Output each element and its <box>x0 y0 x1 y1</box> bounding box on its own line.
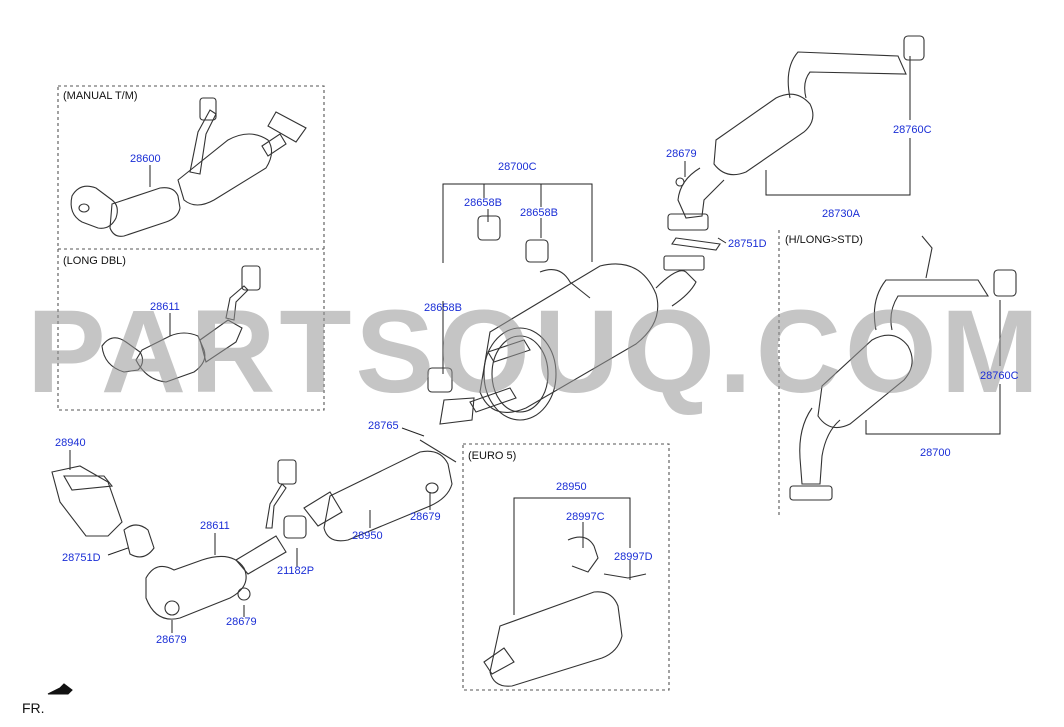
front-direction-arrow <box>47 683 73 695</box>
catalytic-converter-manual <box>70 97 307 237</box>
part-label-28730A[interactable]: 28730A <box>822 208 860 220</box>
front-direction-label: FR. <box>22 700 45 716</box>
part-label-28760C-top[interactable]: 28760C <box>893 124 932 136</box>
part-label-28679-c[interactable]: 28679 <box>410 511 441 523</box>
part-label-28950-a[interactable]: 28950 <box>352 530 383 542</box>
part-label-21182P[interactable]: 21182P <box>277 565 315 577</box>
lower-front-pipe-assembly <box>51 459 307 620</box>
caption-manual-tm: (MANUAL T/M) <box>63 90 138 102</box>
part-label-28760C-bottom[interactable]: 28760C <box>980 370 1019 382</box>
part-label-28679-a[interactable]: 28679 <box>226 616 257 628</box>
part-label-28611-top[interactable]: 28611 <box>150 301 180 313</box>
caption-hlong-std: (H/LONG>STD) <box>785 234 863 246</box>
part-label-28997D[interactable]: 28997D <box>614 551 653 563</box>
part-label-28751D-mid[interactable]: 28751D <box>728 238 767 250</box>
dpf-euro5 <box>483 536 647 687</box>
main-muffler <box>427 215 705 425</box>
caption-long-dbl: (LONG DBL) <box>63 255 126 267</box>
part-label-28940[interactable]: 28940 <box>55 437 86 449</box>
front-pipe-long-dbl <box>101 265 261 383</box>
part-label-28950-b[interactable]: 28950 <box>556 481 587 493</box>
part-label-28700[interactable]: 28700 <box>920 447 951 459</box>
part-label-28611-bottom[interactable]: 28611 <box>200 520 230 532</box>
caption-euro5: (EURO 5) <box>468 450 517 462</box>
part-label-28600[interactable]: 28600 <box>130 153 161 165</box>
muffler-hlong <box>789 235 1017 501</box>
part-label-28658B-a[interactable]: 28658B <box>464 197 502 209</box>
leader-lines <box>69 56 1001 633</box>
part-label-28679-b[interactable]: 28679 <box>156 634 187 646</box>
part-label-28658B-b[interactable]: 28658B <box>520 207 558 219</box>
part-label-28679-top[interactable]: 28679 <box>666 148 697 160</box>
part-label-28765[interactable]: 28765 <box>368 420 399 432</box>
part-label-28700C[interactable]: 28700C <box>498 161 537 173</box>
dashed-frames <box>57 85 780 691</box>
tail-pipe-top <box>667 35 925 251</box>
part-label-28997C[interactable]: 28997C <box>566 511 605 523</box>
part-label-28751D-left[interactable]: 28751D <box>62 552 101 564</box>
part-label-28658B-c[interactable]: 28658B <box>424 302 462 314</box>
diesel-particulate-filter <box>303 439 457 542</box>
